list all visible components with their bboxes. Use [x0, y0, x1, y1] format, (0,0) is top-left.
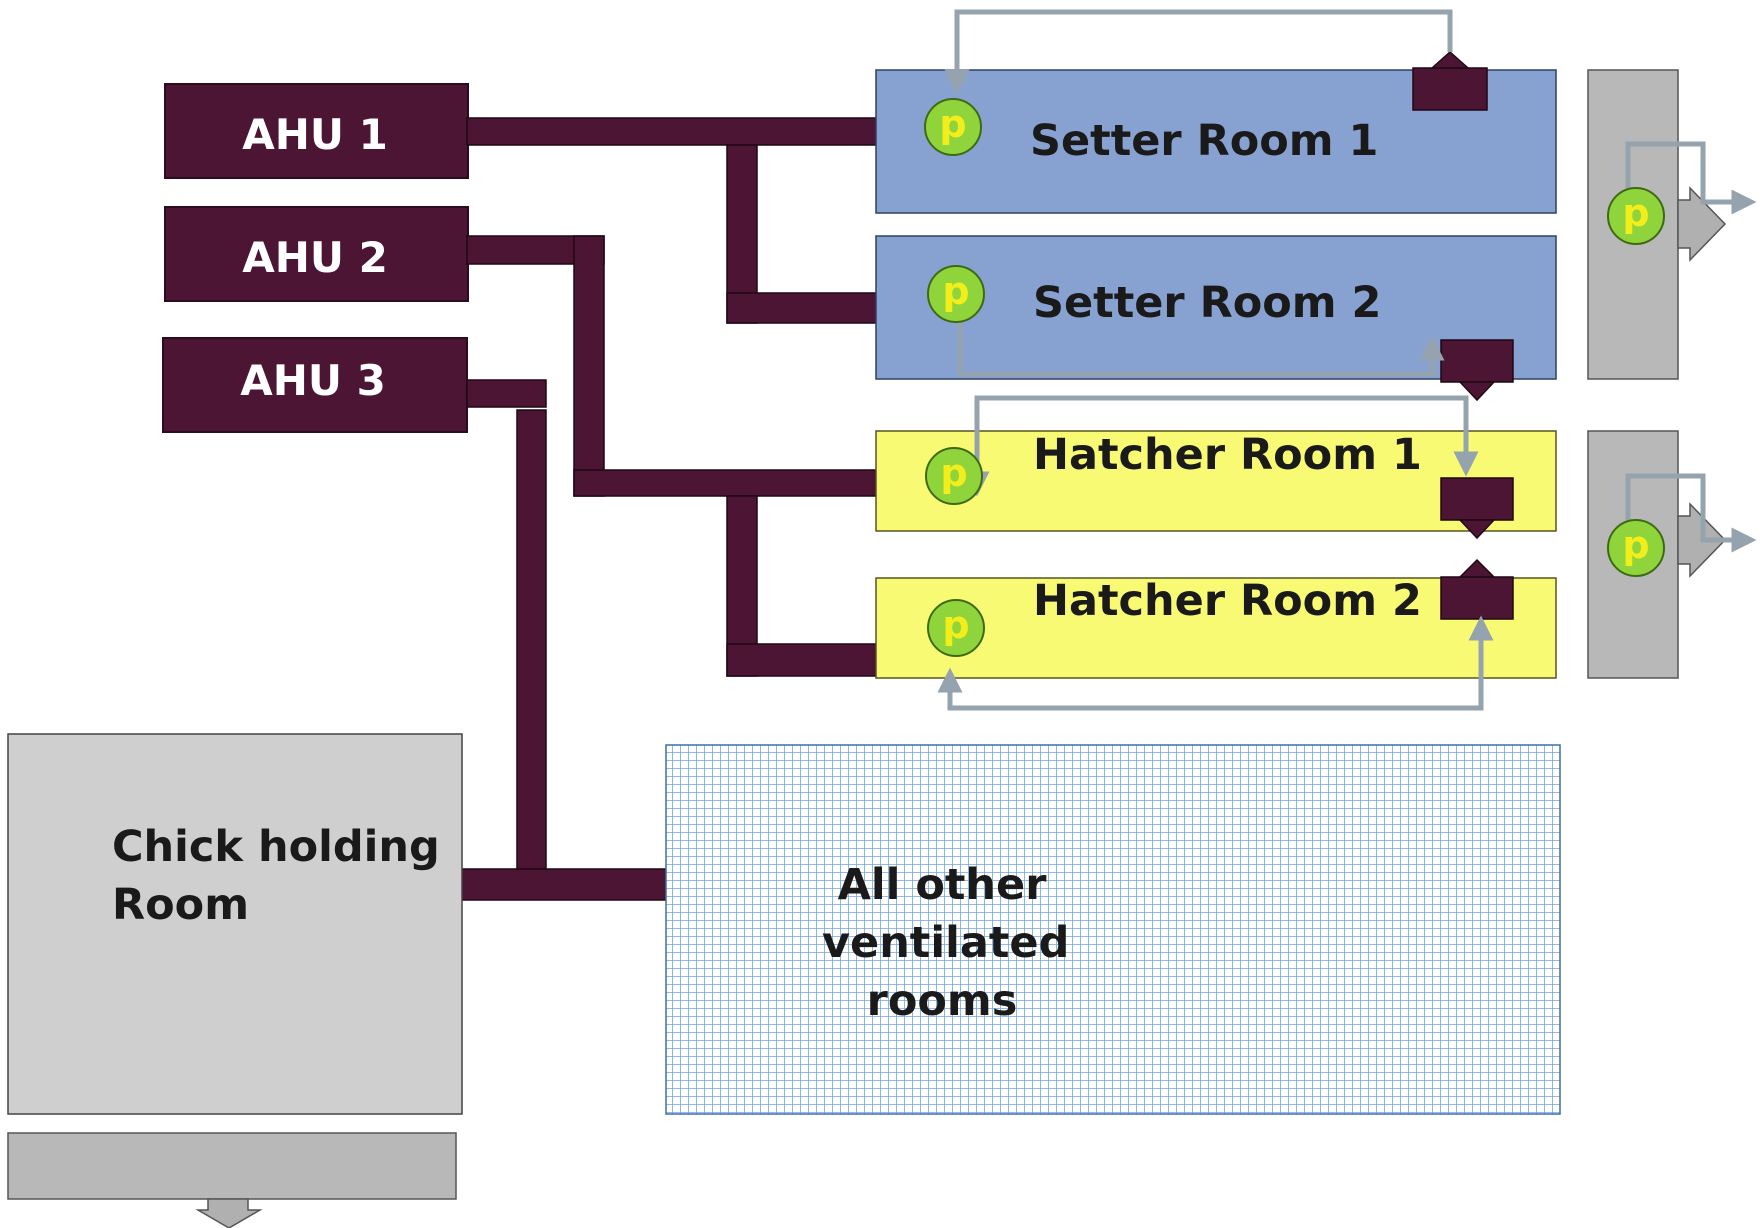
- setter2-control-line: [957, 310, 1445, 377]
- chick-holding-room-box: [7, 733, 463, 1115]
- setter2-sensor-label: p: [942, 269, 970, 313]
- setter-plenum-pressure-sensor: [1607, 187, 1665, 245]
- hatcher1-sensor-label: p: [940, 451, 968, 495]
- chick-exhaust-arrow-icon: [195, 1198, 263, 1228]
- hatcher-plenum-sensor-label: p: [1622, 523, 1650, 567]
- duct-ahu2-drop: [573, 235, 605, 497]
- setter2-damper-arrow-icon: [1458, 381, 1496, 402]
- duct-ahu3-stub: [466, 379, 547, 408]
- ahu-boxes: [162, 83, 469, 433]
- setter1-pressure-sensor: [924, 98, 982, 156]
- setter-room-1-label: Setter Room 1: [1030, 116, 1379, 166]
- ahu-3-box: [162, 337, 468, 433]
- setter-room-2-label: Setter Room 2: [1033, 278, 1382, 328]
- hatcher1-damper: [1440, 477, 1514, 521]
- ahu-2-box: [164, 206, 469, 302]
- setter1-damper: [1412, 67, 1488, 111]
- ducts: [460, 117, 878, 901]
- duct-ahu1-main: [466, 117, 878, 146]
- ahu-1-box: [164, 83, 469, 179]
- chick-holding-room-label: Chick holding Room: [112, 822, 440, 930]
- other-rooms-label: All other ventilated rooms: [822, 860, 1070, 1026]
- setter-exhaust-arrow-icon: [1677, 186, 1727, 262]
- hatcher2-control-line: [937, 615, 1494, 711]
- setter1-control-line: [944, 9, 1453, 95]
- setter-plenum-sensor-label: p: [1622, 191, 1650, 235]
- ahu-2-label: AHU 2: [242, 233, 388, 282]
- ahu-1-label: AHU 1: [242, 110, 388, 159]
- setter2-damper: [1440, 339, 1514, 383]
- dampers: [1412, 50, 1514, 620]
- hatcher-plenum-pressure-sensor: [1607, 519, 1665, 577]
- hatcher2-damper: [1440, 576, 1514, 620]
- setter1-sensor-label: p: [939, 102, 967, 146]
- hatcher2-sensor-label: p: [942, 603, 970, 647]
- pressure-sensors: [924, 98, 1665, 657]
- control-lines: [937, 9, 1757, 711]
- setter2-pressure-sensor: [927, 265, 985, 323]
- chick-exhaust-plenum: [7, 1132, 457, 1200]
- hatcher2-damper-arrow-icon: [1458, 558, 1496, 578]
- hatcher2-pressure-sensor: [927, 599, 985, 657]
- plenum-arrows: [195, 186, 1727, 1228]
- duct-ahu3-drop: [516, 409, 547, 871]
- hatcher1-pressure-sensor: [925, 447, 983, 505]
- hatcher-room-1-label: Hatcher Room 1: [1033, 430, 1422, 480]
- duct-ahu1-setter2: [726, 292, 878, 324]
- other-rooms-box: [665, 744, 1561, 1115]
- hatcher1-damper-arrow-icon: [1458, 519, 1496, 540]
- setter1-damper-arrow-icon: [1430, 50, 1470, 69]
- duct-ahu2-hatcher2: [726, 643, 878, 677]
- ahu-3-label: AHU 3: [240, 356, 386, 405]
- setter-exhaust-control-line: [1625, 141, 1757, 215]
- duct-ahu3-main: [460, 868, 667, 901]
- duct-ahu2-hatcher1: [573, 469, 878, 497]
- hatcher-room-2-label: Hatcher Room 2: [1033, 576, 1422, 626]
- hatcher-exhaust-control-line: [1625, 473, 1757, 553]
